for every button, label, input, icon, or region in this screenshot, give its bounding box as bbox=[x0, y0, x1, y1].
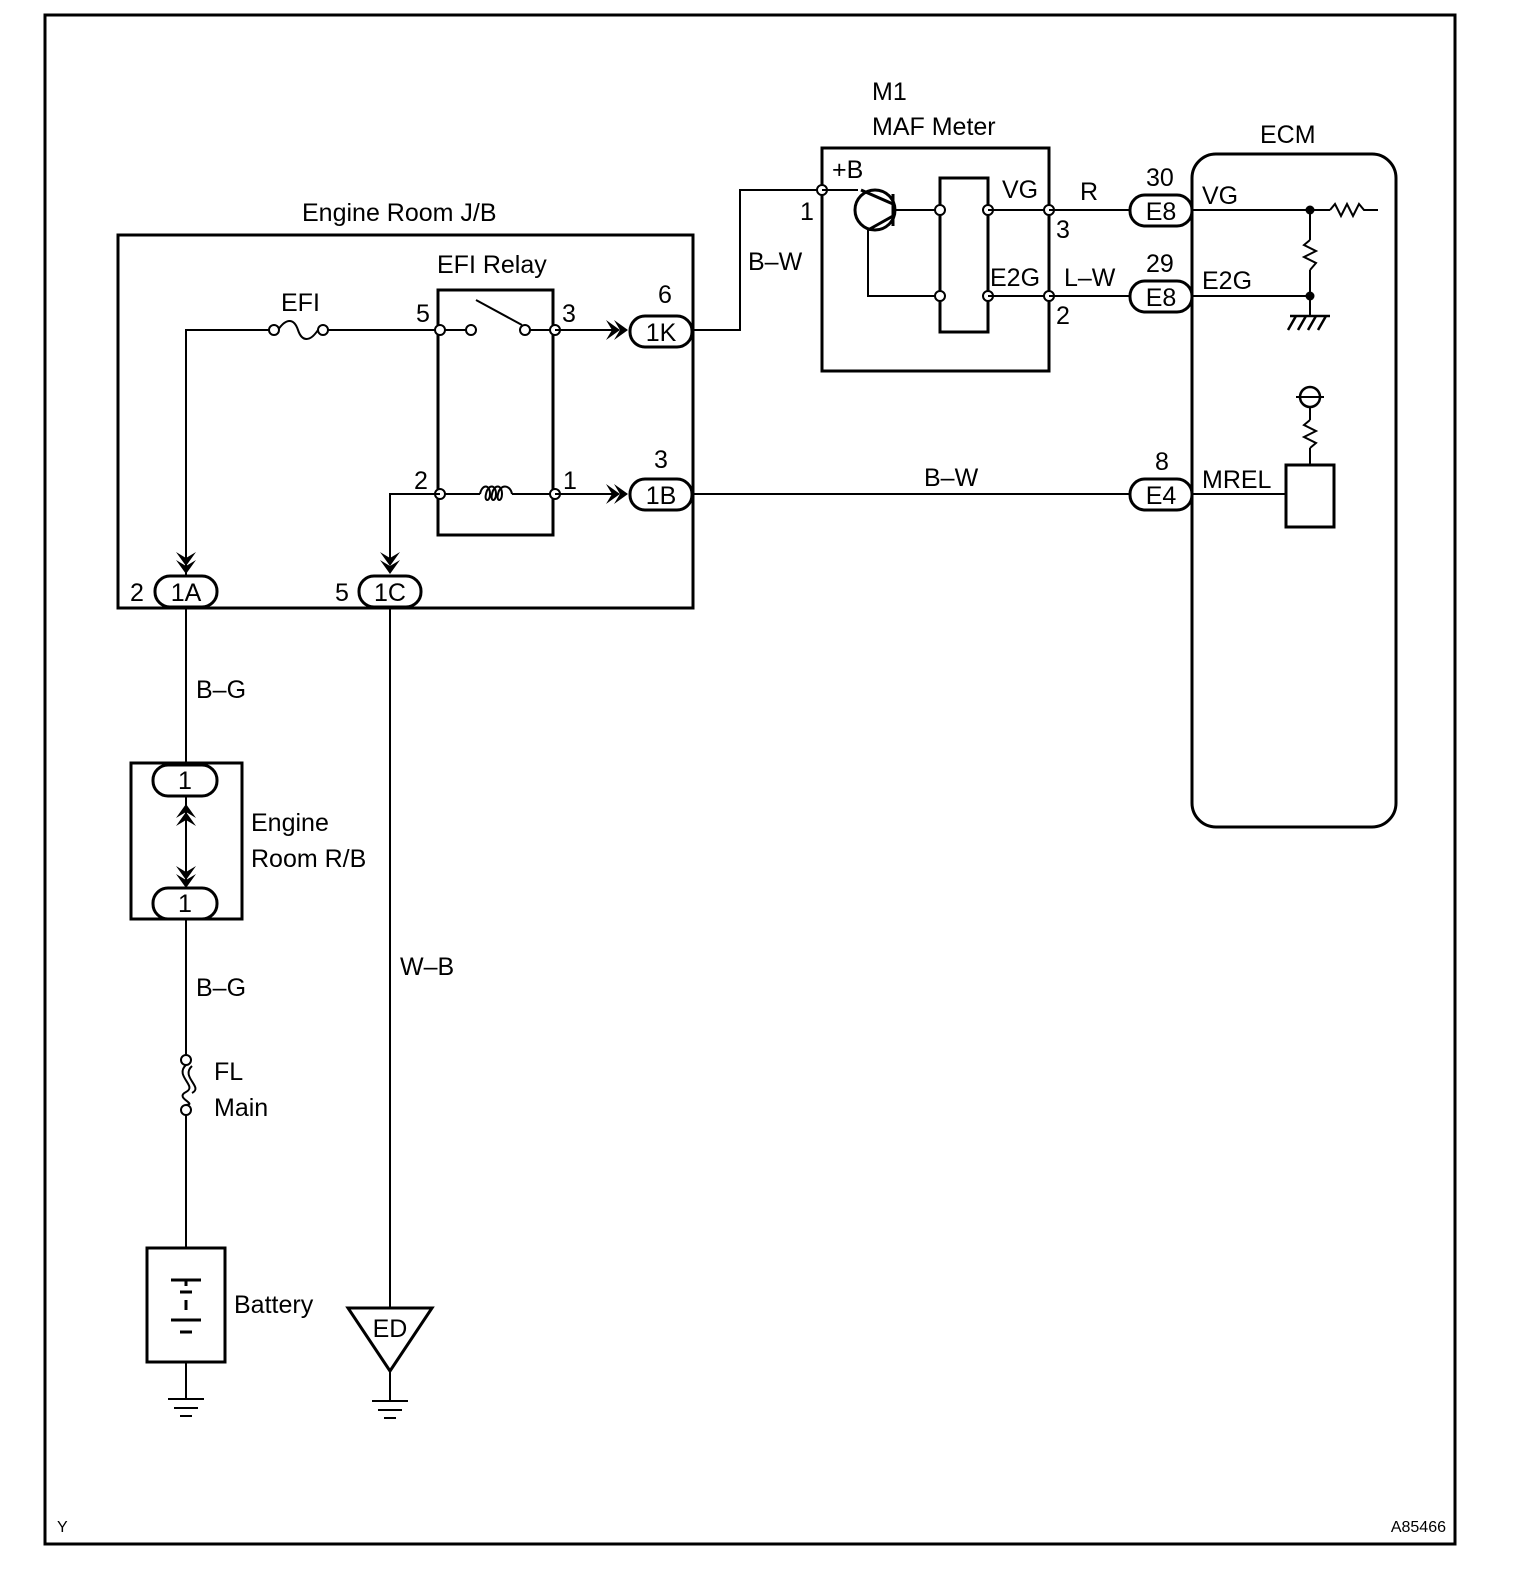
connector-1k bbox=[628, 314, 694, 349]
ecm-mrel-driver bbox=[1284, 463, 1336, 529]
fl-main-label-2: Main bbox=[214, 1094, 268, 1122]
ecm-mrel: MREL bbox=[1202, 466, 1272, 494]
battery: Battery bbox=[145, 1246, 314, 1417]
pin-2-1a: 2 bbox=[130, 579, 144, 607]
engine-room-rb-label-1: Engine bbox=[251, 809, 329, 837]
maf-pin3: 3 bbox=[1056, 216, 1070, 244]
wire-label-bw-mid: B–W bbox=[924, 464, 979, 492]
maf-name-label: MAF Meter bbox=[872, 113, 996, 141]
pin-6: 6 bbox=[658, 281, 672, 309]
ecm-pullup-resistor bbox=[1301, 239, 1319, 271]
ecm-e2g: E2G bbox=[1202, 267, 1252, 295]
ecm: ECM E8 30 E8 29 E4 8 VG E2G MREL bbox=[1128, 121, 1398, 829]
arrow-1b bbox=[606, 484, 628, 504]
ecm-pin8: 8 bbox=[1155, 448, 1169, 476]
arrow-1k bbox=[606, 320, 628, 340]
ecm-label: ECM bbox=[1260, 121, 1316, 149]
ground-ed-label: ED bbox=[373, 1315, 408, 1343]
svg-text:1A: 1A bbox=[171, 579, 202, 607]
wire-label-lw: L–W bbox=[1064, 264, 1116, 292]
footer-right: A85466 bbox=[1391, 1519, 1446, 1536]
wire-efi-feed bbox=[185, 329, 440, 583]
maf-plusb: +B bbox=[832, 156, 863, 184]
svg-text:E8: E8 bbox=[1146, 284, 1177, 312]
maf-id-label: M1 bbox=[872, 78, 907, 106]
engine-room-jb-box bbox=[116, 233, 695, 610]
ecm-ground-symbol bbox=[1286, 314, 1330, 331]
footer-left: Y bbox=[57, 1519, 68, 1536]
ecm-vg: VG bbox=[1202, 182, 1238, 210]
engine-room-jb-label: Engine Room J/B bbox=[302, 199, 497, 227]
ground-ed-triangle bbox=[345, 1306, 435, 1374]
fl-main-label-1: FL bbox=[214, 1058, 243, 1086]
ecm-vg-resistor bbox=[1329, 201, 1378, 219]
svg-text:1: 1 bbox=[178, 890, 192, 918]
fl-main-fuse-symbol bbox=[181, 1064, 191, 1106]
engine-room-rb-label-2: Room R/B bbox=[251, 845, 366, 873]
maf-meter: M1 MAF Meter B–W 1 +B VG E2G 3 2 bbox=[692, 78, 1070, 373]
svg-text:E8: E8 bbox=[1146, 198, 1177, 226]
maf-sensor-element bbox=[938, 176, 990, 334]
arrow-rb-down bbox=[176, 866, 196, 888]
relay-pin1: 1 bbox=[563, 467, 577, 495]
arrow-rb-up bbox=[176, 804, 196, 826]
ground-ed-symbol bbox=[372, 1400, 408, 1419]
wire-label-wb: W–B bbox=[400, 953, 454, 981]
maf-pin1: 1 bbox=[800, 198, 814, 226]
wire-label-bw-top: B–W bbox=[748, 248, 803, 276]
relay-pin5: 5 bbox=[416, 300, 430, 328]
svg-text:1C: 1C bbox=[374, 579, 406, 607]
svg-text:E4: E4 bbox=[1146, 482, 1177, 510]
svg-text:1B: 1B bbox=[646, 482, 677, 510]
pin-3-1b: 3 bbox=[654, 446, 668, 474]
maf-e2g: E2G bbox=[990, 264, 1040, 292]
wire-label-bg-bottom: B–G bbox=[196, 974, 246, 1002]
ground-ed: ED bbox=[345, 1306, 435, 1419]
wire-bw-1k-maf bbox=[692, 189, 822, 331]
efi-fuse-symbol bbox=[277, 320, 319, 340]
battery-ground-symbol bbox=[168, 1398, 204, 1417]
engine-room-rb: B–G 1 1 Engine Room R/B bbox=[129, 607, 366, 921]
pin-5-1c: 5 bbox=[335, 579, 349, 607]
battery-label: Battery bbox=[234, 1291, 314, 1319]
maf-meter-box bbox=[820, 146, 1051, 373]
relay-pin3: 3 bbox=[562, 300, 576, 328]
arrow-1a bbox=[176, 552, 196, 574]
svg-text:1: 1 bbox=[178, 767, 192, 795]
maf-vg: VG bbox=[1002, 176, 1038, 204]
svg-text:1K: 1K bbox=[646, 319, 677, 347]
wire-label-bg-top: B–G bbox=[196, 676, 246, 704]
engine-room-jb: Engine Room J/B EFI Relay EFI 5 3 2 1 1K… bbox=[116, 199, 695, 610]
relay-switch bbox=[440, 299, 555, 331]
efi-fuse-label: EFI bbox=[281, 289, 320, 317]
efi-relay-label: EFI Relay bbox=[437, 251, 547, 279]
arrow-1c bbox=[380, 552, 400, 574]
wire-label-r: R bbox=[1080, 178, 1098, 206]
efi-relay-box bbox=[436, 288, 555, 537]
ecm-pin29: 29 bbox=[1146, 250, 1174, 278]
relay-pin2: 2 bbox=[414, 467, 428, 495]
diagram-frame bbox=[43, 13, 1457, 1546]
ecm-pin30: 30 bbox=[1146, 164, 1174, 192]
maf-pin2: 2 bbox=[1056, 302, 1070, 330]
relay-coil-symbol bbox=[479, 485, 513, 501]
